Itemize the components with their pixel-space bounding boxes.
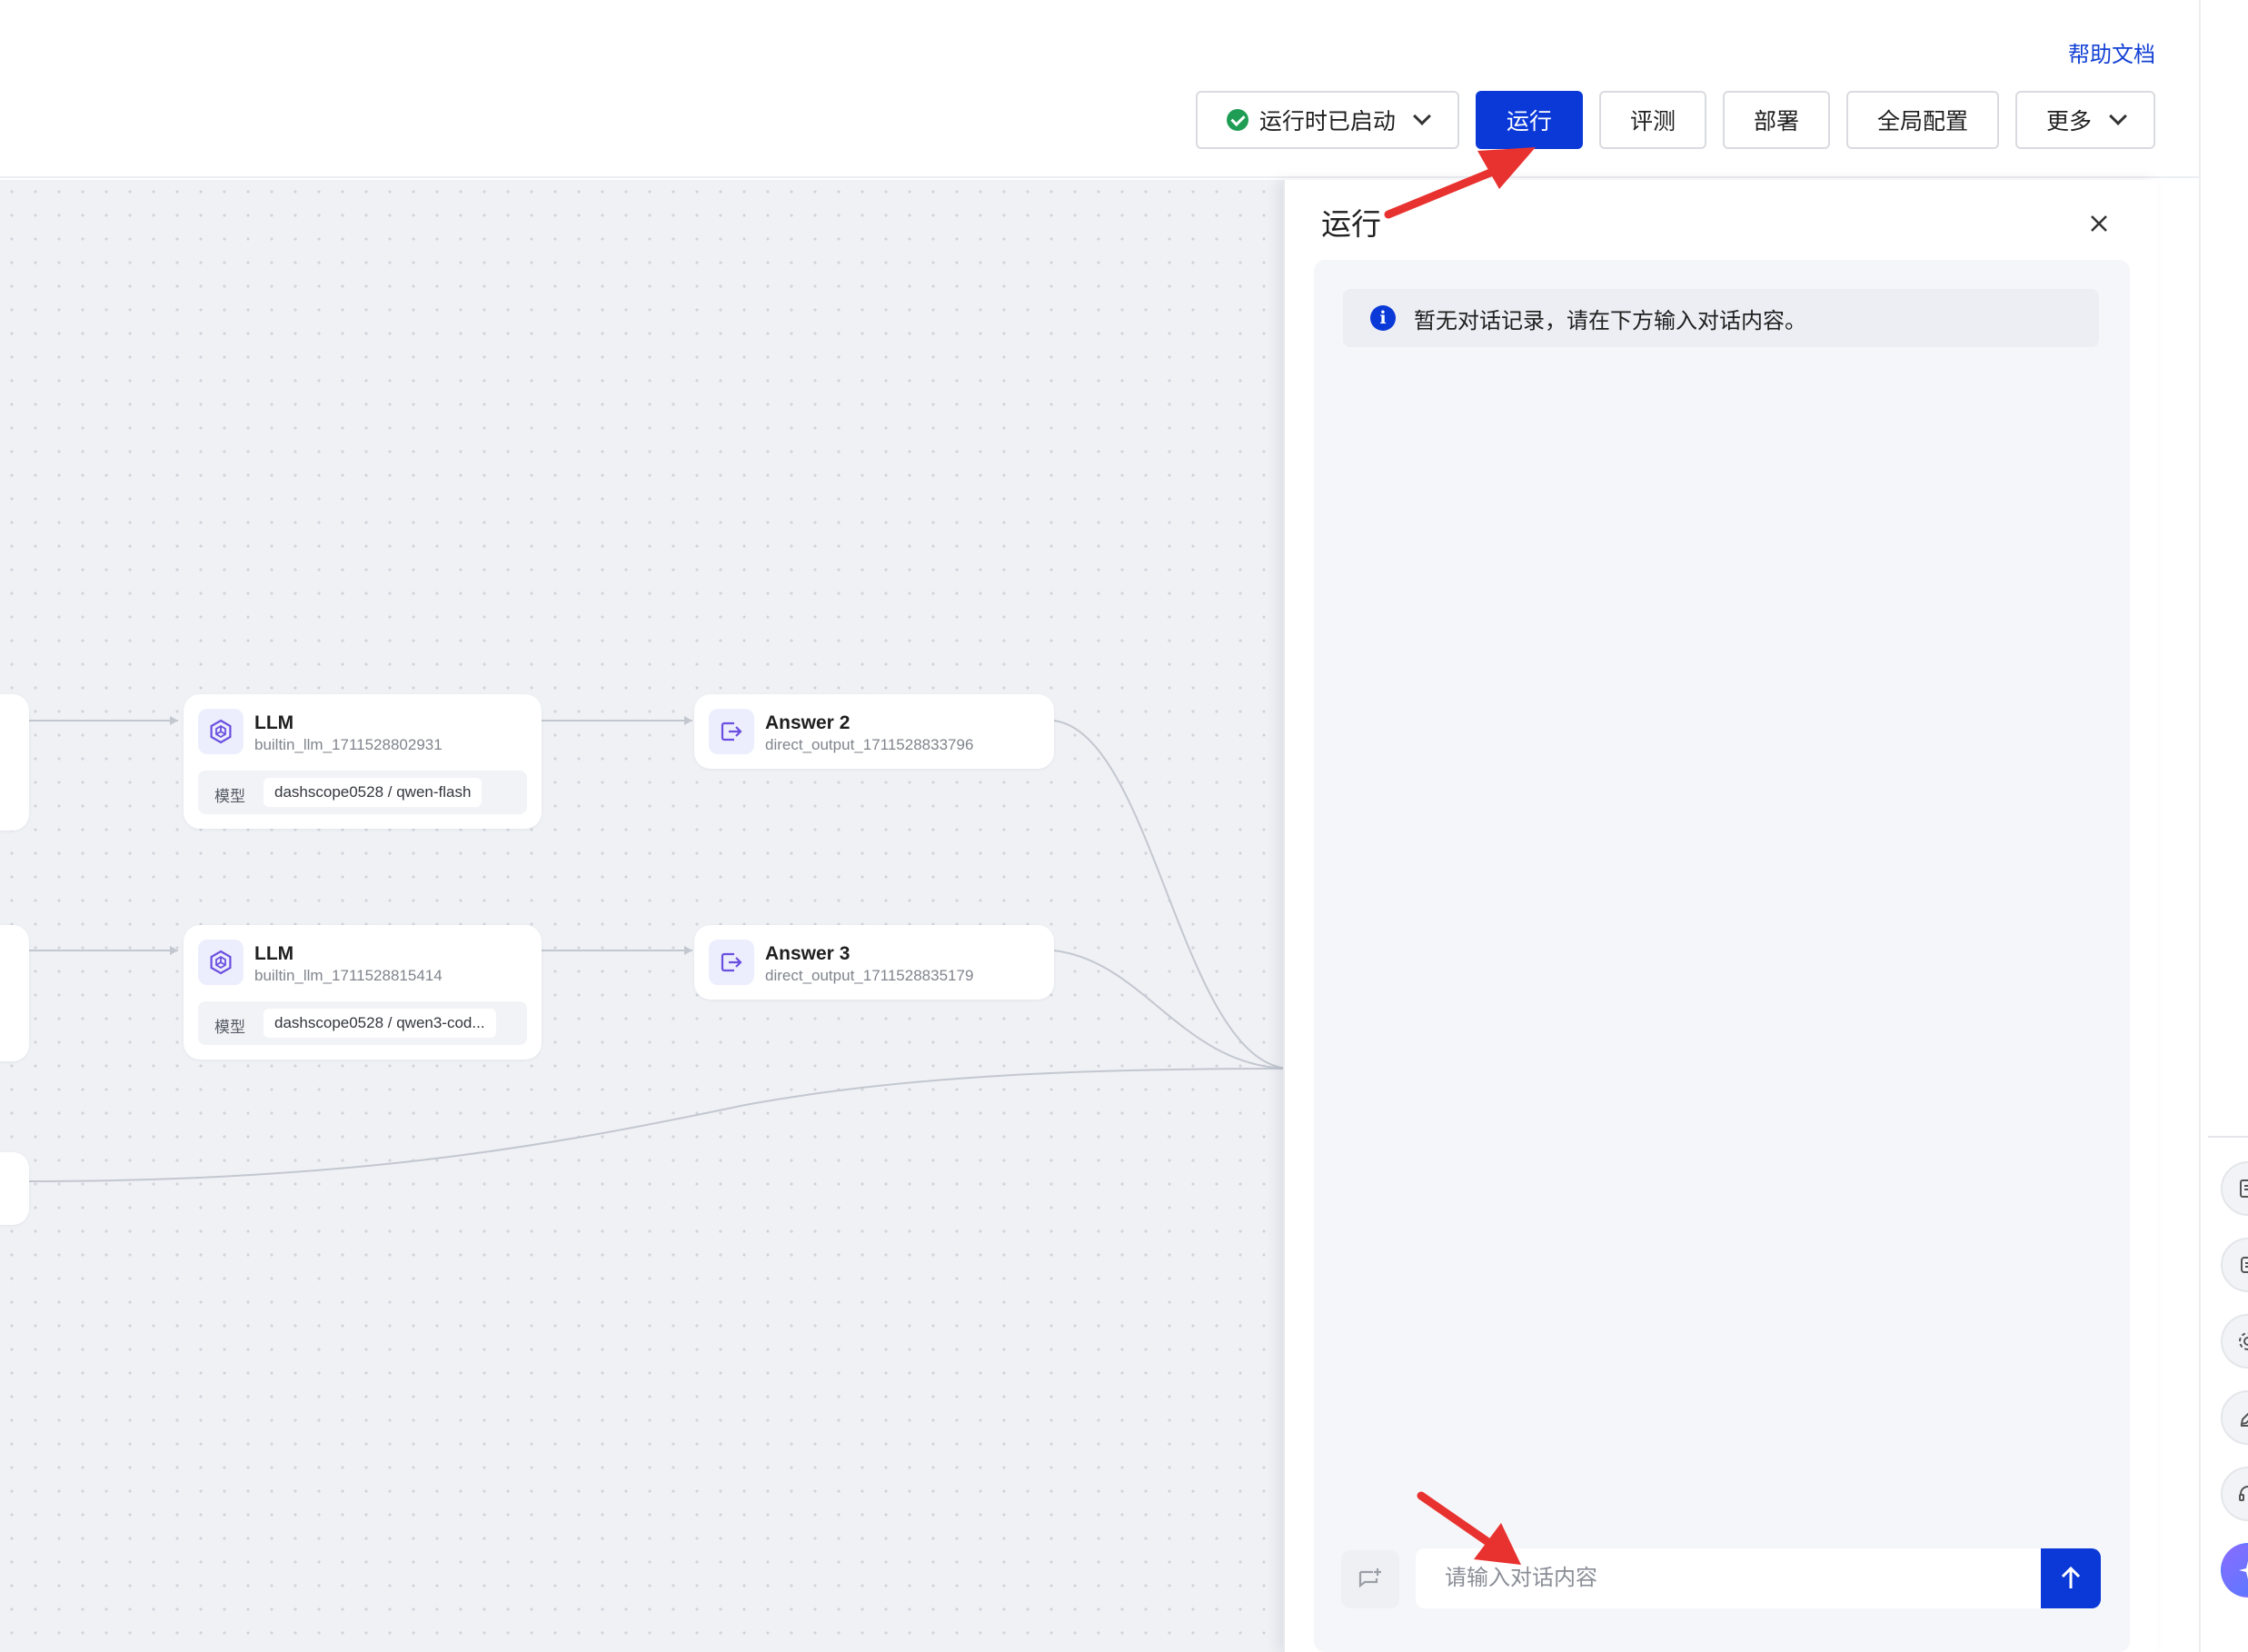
close-icon[interactable]: [2086, 211, 2112, 236]
model-value: dashscope0528 / qwen-flash: [264, 778, 482, 807]
edge: [26, 1068, 1288, 1182]
document-tool-button[interactable]: [2221, 1161, 2248, 1216]
llm-hexagon-icon: [198, 940, 244, 985]
runtime-status-label: 运行时已启动: [1258, 109, 1396, 134]
new-chat-icon: [1358, 1568, 1381, 1588]
workflow-node-partial[interactable]: [0, 1152, 29, 1225]
edges-layer: [26, 716, 1288, 1182]
arrow-up-icon: [2061, 1566, 2081, 1588]
empty-notice-text: 暂无对话记录，请在下方输入对话内容。: [1414, 308, 1806, 333]
node-title: LLM: [254, 712, 294, 733]
document-icon: [2240, 1179, 2248, 1198]
global-config-button[interactable]: 全局配置: [1845, 91, 1999, 149]
answer-node[interactable]: Answer 2 direct_output_1711528833796: [694, 694, 1054, 769]
chevron-down-icon: [1413, 107, 1431, 125]
node-model-row: 模型 dashscope0528 / qwen3-cod...: [198, 1001, 527, 1045]
rail-divider: [2208, 1136, 2248, 1138]
empty-notice: i 暂无对话记录，请在下方输入对话内容。: [1343, 289, 2099, 347]
settings-tool-button[interactable]: [2221, 1314, 2248, 1368]
llm-node[interactable]: LLM builtin_llm_1711528815414 模型 dashsco…: [184, 925, 542, 1060]
workflow-canvas[interactable]: LLM builtin_llm_1711528802931 模型 dashsco…: [0, 180, 1288, 1652]
new-chat-button[interactable]: [1341, 1550, 1399, 1608]
chevron-down-icon: [2109, 107, 2127, 125]
node-tool-button[interactable]: [2221, 1238, 2248, 1292]
pencil-icon: [2240, 1412, 2248, 1427]
node-title: Answer 3: [765, 943, 850, 964]
node-id: direct_output_1711528835179: [765, 967, 974, 984]
gear-icon: [2239, 1332, 2248, 1350]
output-arrow-icon: [709, 940, 754, 985]
toolbar: 运行时已启动 运行 评测 部署 全局配置 更多: [1195, 91, 2155, 149]
node-icon: [2241, 1257, 2248, 1273]
answer-node[interactable]: Answer 3 direct_output_1711528835179: [694, 925, 1054, 1000]
workflow-node-partial[interactable]: [0, 694, 29, 831]
help-docs-link[interactable]: 帮助文档: [2068, 43, 2155, 67]
node-title: LLM: [254, 943, 294, 964]
node-title: Answer 2: [765, 712, 850, 733]
panel-title: 运行: [1321, 207, 1381, 241]
check-circle-icon: [1226, 109, 1248, 131]
more-label: 更多: [2045, 109, 2092, 134]
right-tool-rail: [2199, 0, 2248, 1652]
llm-node[interactable]: LLM builtin_llm_1711528802931 模型 dashsco…: [184, 694, 542, 829]
headset-icon: [2239, 1486, 2248, 1501]
top-header: 帮助文档 运行时已启动 运行 评测 部署 全局配置 更多: [0, 0, 2248, 178]
model-label: 模型: [214, 1019, 245, 1036]
output-arrow-icon: [709, 709, 754, 754]
info-icon: i: [1370, 305, 1396, 331]
assistant-button[interactable]: [2221, 1543, 2248, 1597]
support-tool-button[interactable]: [2221, 1467, 2248, 1521]
evaluate-button[interactable]: 评测: [1598, 91, 1706, 149]
node-id: builtin_llm_1711528815414: [254, 967, 443, 984]
chat-history: i 暂无对话记录，请在下方输入对话内容。: [1314, 260, 2130, 1652]
node-model-row: 模型 dashscope0528 / qwen-flash: [198, 771, 527, 814]
workflow-node-partial[interactable]: [0, 925, 29, 1061]
chat-input[interactable]: [1416, 1548, 2041, 1608]
node-id: direct_output_1711528833796: [765, 736, 974, 753]
chat-input-wrapper: [1416, 1548, 2101, 1608]
node-id: builtin_llm_1711528802931: [254, 736, 443, 753]
run-panel: 运行 i 暂无对话记录，请在下方输入对话内容。: [1283, 180, 2157, 1652]
send-button[interactable]: [2041, 1548, 2101, 1608]
llm-hexagon-icon: [198, 709, 244, 754]
run-button[interactable]: 运行: [1475, 91, 1583, 149]
deploy-button[interactable]: 部署: [1722, 91, 1830, 149]
model-label: 模型: [214, 788, 245, 805]
runtime-status-dropdown[interactable]: 运行时已启动: [1195, 91, 1459, 149]
edge: [1053, 720, 1288, 1070]
edit-tool-button[interactable]: [2221, 1390, 2248, 1445]
edge: [1053, 950, 1288, 1070]
more-dropdown[interactable]: 更多: [2014, 91, 2155, 149]
sparkle-icon: [2239, 1561, 2248, 1579]
model-value: dashscope0528 / qwen3-cod...: [264, 1009, 496, 1038]
